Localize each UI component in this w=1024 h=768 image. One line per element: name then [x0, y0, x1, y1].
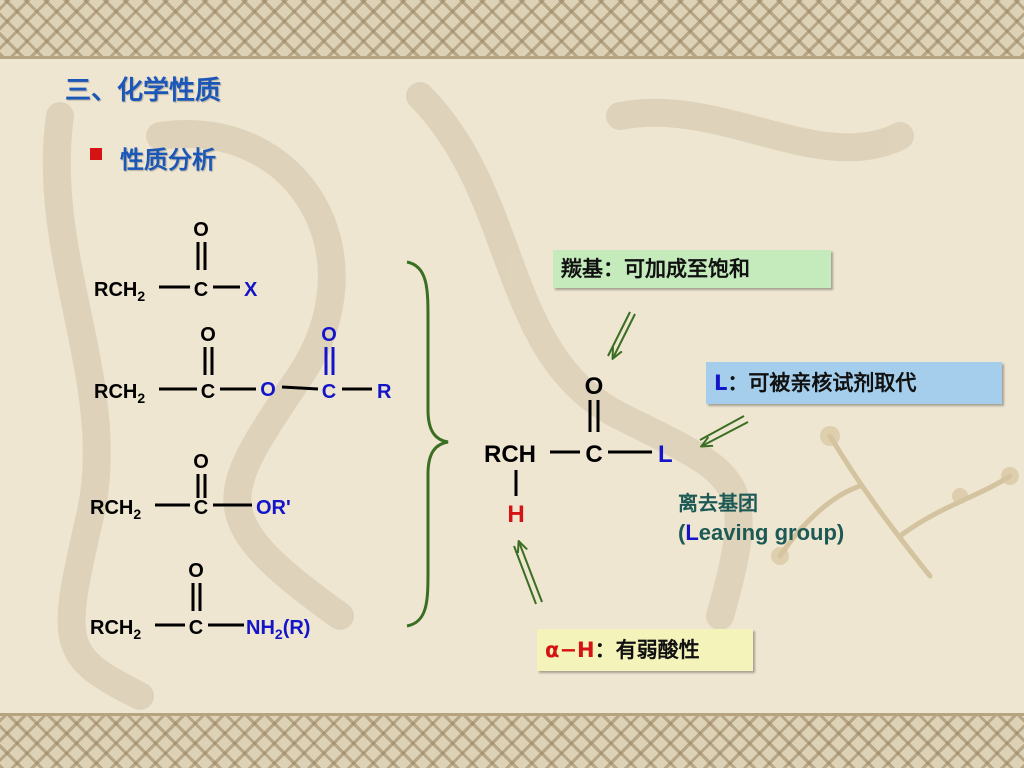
r-group-label: R	[377, 381, 392, 403]
background-calligraphy	[42, 82, 1019, 710]
carbon-label: C	[322, 381, 336, 403]
L-symbol: L	[714, 371, 728, 395]
rch-label: RCH2	[90, 497, 141, 522]
bottom-border-frieze	[0, 713, 1024, 768]
oxygen-label: O	[193, 451, 209, 473]
carbon-label: C	[201, 381, 215, 403]
top-border-frieze	[0, 0, 1024, 59]
leaving-group-caption: 离去基团 (Leaving group)	[678, 488, 844, 548]
amine-label: NH2(R)	[246, 617, 310, 642]
oxygen-label: O	[188, 560, 204, 582]
carbon-label: C	[189, 617, 203, 639]
oxygen-label: O	[200, 324, 216, 346]
carbon-label: C	[585, 441, 602, 468]
rch-label: RCH2	[94, 381, 145, 406]
L-description: ：可被亲核试剂取代	[727, 371, 917, 395]
amide-structure: O RCH2 C NH2(R)	[90, 560, 310, 642]
general-acyl-structure: O RCH C L H	[484, 373, 673, 528]
alpha-hydrogen-annotation-box: α−H：有弱酸性	[537, 629, 753, 671]
rch-label: RCH2	[90, 617, 141, 642]
ester-structure: O RCH2 C OR'	[90, 451, 291, 522]
carbonyl-arrow	[607, 311, 636, 358]
alpha-hydrogen-arrow	[513, 542, 543, 605]
acyl-halide-structure: O RCH2 C X	[94, 219, 258, 304]
leaving-group-cn: 离去基团	[678, 491, 758, 515]
oxygen-label: O	[321, 324, 337, 346]
leaving-group-L-label: L	[658, 441, 673, 468]
rch-label: RCH2	[94, 279, 145, 304]
carbon-label: C	[194, 279, 208, 301]
leaving-group-arrow	[700, 415, 749, 446]
oxygen-label: O	[585, 373, 604, 400]
rch-label: RCH	[484, 441, 536, 468]
alpha-description: ：有弱酸性	[594, 638, 700, 662]
bullet-icon	[90, 148, 102, 160]
alpha-hydrogen-label: H	[507, 501, 524, 528]
leaving-group-annotation-box: L：可被亲核试剂取代	[706, 362, 1002, 404]
bridge-oxygen-label: O	[260, 379, 276, 401]
carbonyl-annotation-box: 羰基：可加成至饱和	[553, 250, 831, 288]
anhydride-structure: O RCH2 C O O C R	[94, 324, 392, 406]
alpha-h-text: −H	[559, 638, 595, 662]
alkoxy-label: OR'	[256, 497, 291, 519]
oxygen-label: O	[193, 219, 209, 241]
leaving-group-en: (Leaving group)	[678, 520, 845, 545]
page-title: 三、化学性质	[65, 76, 222, 106]
section-subtitle: 性质分析	[120, 146, 216, 174]
curly-brace	[406, 260, 449, 628]
carbon-label: C	[194, 497, 208, 519]
alpha-symbol: α	[545, 638, 560, 662]
halide-label: X	[244, 279, 258, 301]
